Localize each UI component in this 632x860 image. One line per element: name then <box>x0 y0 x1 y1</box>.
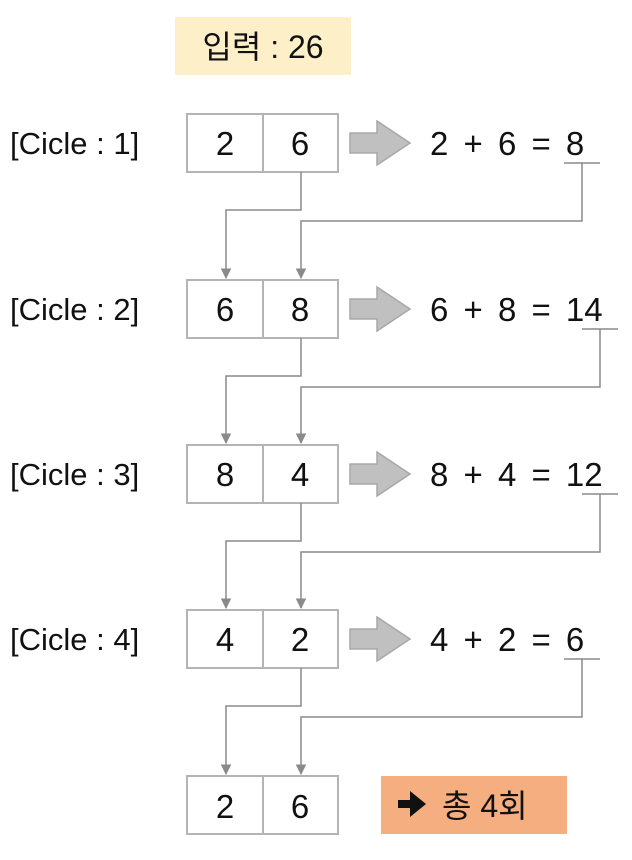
equation: 6 + 8 = 14 <box>430 291 603 328</box>
cycle-row: [Cicle : 1] 2 6 2 + 6 = 8 <box>10 113 600 173</box>
right-arrow-icon <box>398 791 426 817</box>
equation: 8 + 4 = 12 <box>430 456 603 493</box>
final-digit-box: 2 6 <box>186 775 339 835</box>
block-arrow-icon <box>349 615 412 663</box>
result-label: 총 4회 <box>442 788 528 824</box>
cycle-row: [Cicle : 2] 6 8 6 + 8 = 14 <box>10 279 618 339</box>
result-badge: 총 4회 <box>381 776 567 834</box>
cycles: [Cicle : 1] 2 6 2 + 6 = 8 [Cicle : 2] 6 8 6 + 8… <box>10 113 618 669</box>
connector-right-to-left <box>220 668 302 776</box>
digit-right: 2 <box>291 621 309 658</box>
cycle-label: [Cicle : 4] <box>10 622 139 657</box>
cycle-row: [Cicle : 4] 4 2 4 + 2 = 6 <box>10 609 600 669</box>
connector-result-to-right <box>295 163 583 280</box>
input-label: 입력 : 26 <box>202 29 323 65</box>
connector-result-to-right <box>295 494 601 610</box>
digit-right: 6 <box>291 125 309 162</box>
block-arrow-icon <box>349 450 412 498</box>
connectors <box>220 163 601 776</box>
final-digit-2: 6 <box>291 788 309 825</box>
input-box <box>175 17 351 75</box>
digit-right: 8 <box>291 291 309 328</box>
digit-left: 8 <box>216 456 234 493</box>
connector-right-to-left <box>220 338 302 445</box>
connector-result-to-right <box>295 659 583 776</box>
cycle-label: [Cicle : 1] <box>10 126 139 161</box>
equation: 4 + 2 = 6 <box>430 621 584 658</box>
equation: 2 + 6 = 8 <box>430 125 584 162</box>
digit-left: 2 <box>216 125 234 162</box>
digit-left: 6 <box>216 291 234 328</box>
final-digit-1: 2 <box>216 788 234 825</box>
connector-right-to-left <box>220 172 302 280</box>
block-arrow-icon <box>349 119 412 167</box>
block-arrow-icon <box>349 285 412 333</box>
cycle-row: [Cicle : 3] 8 4 8 + 4 = 12 <box>10 444 618 504</box>
connector-right-to-left <box>220 503 302 610</box>
digit-left: 4 <box>216 621 234 658</box>
digit-right: 4 <box>291 456 309 493</box>
cycle-label: [Cicle : 2] <box>10 292 139 327</box>
cycle-label: [Cicle : 3] <box>10 457 139 492</box>
connector-result-to-right <box>295 329 601 445</box>
